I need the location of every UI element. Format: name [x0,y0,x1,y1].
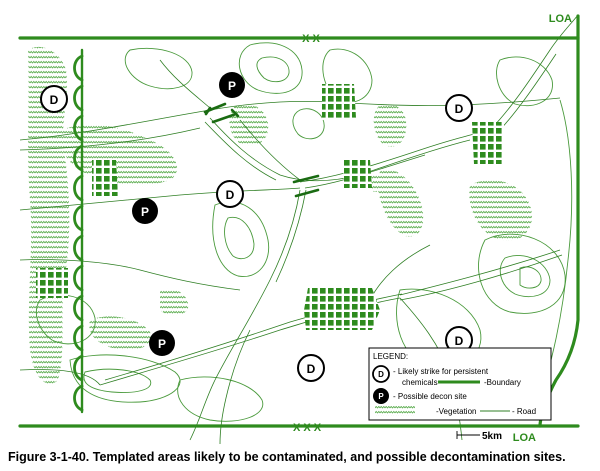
loa-label-bottom: LOA [513,432,536,444]
legend-boundary-text: -Boundary [484,378,521,387]
grid-block-2 [472,122,504,164]
legend: LEGEND: D - Likely strike for persistent… [368,347,552,421]
legend-road-text: - Road [512,407,536,416]
figure-caption: Figure 3-1-40. Templated areas likely to… [8,450,566,464]
svg-text:D: D [455,102,464,116]
vegetation-areas [28,46,532,384]
svg-text:D: D [226,188,235,202]
strike-marker: D [445,326,473,354]
svg-text:D: D [307,362,316,376]
contour-lines [36,42,573,422]
svg-text:P: P [378,392,384,401]
strike-marker: D [216,180,244,208]
svg-text:P: P [141,205,149,219]
legend-decon-text: - Possible decon site [393,392,467,401]
decon-site-marker: P [132,198,158,224]
strike-marker: D [297,354,325,382]
legend-strike-icon [372,365,390,383]
bridge-markers [203,102,320,198]
grid-block-6 [304,288,380,330]
legend-strike-text-2: chemicals [402,378,438,387]
grid-block-5 [36,268,68,298]
forward-line-arcs [73,54,84,412]
decon-site-markers: P P P [132,72,245,356]
svg-text:P: P [228,79,236,93]
legend-decon-icon [373,388,389,404]
contamination-grid-blocks [36,84,504,330]
strike-marker: D [40,85,68,113]
grid-block-3 [343,160,372,188]
legend-vegetation-swatch [375,406,415,416]
svg-text:P: P [158,337,166,351]
scale-bar: 5km [456,431,502,442]
bottom-boundary-marker: X X X [293,422,322,434]
legend-title: LEGEND: [373,352,408,361]
grid-block-1 [322,84,356,120]
svg-text:D: D [50,93,59,107]
svg-text:D: D [455,334,464,348]
decon-site-marker: P [149,330,175,356]
top-boundary-marker: X X [302,33,320,45]
svg-text:D: D [378,370,384,379]
grid-block-4 [92,160,118,196]
strike-marker: D [445,94,473,122]
legend-strike-text: - Likely strike for persistent [393,367,489,376]
decon-site-marker: P [219,72,245,98]
legend-vegetation-text: -Vegetation [436,407,476,416]
loa-label-top: LOA [549,13,572,25]
scale-label: 5km [482,431,502,442]
strike-markers: D D D D D [40,85,473,382]
